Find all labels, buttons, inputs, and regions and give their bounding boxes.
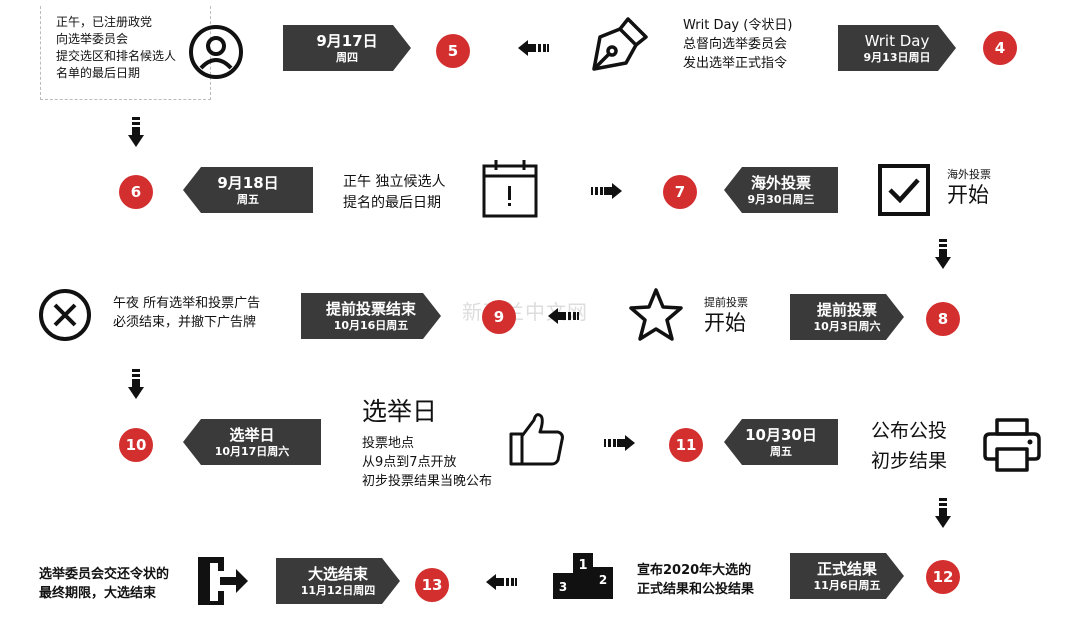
step6-number: 6	[119, 175, 153, 209]
step6-date: 9月18日	[217, 173, 279, 192]
step10-desc-line: 从9点到7点开放	[362, 455, 457, 470]
thumbs-up-icon	[508, 410, 566, 468]
step12-date: 正式结果	[816, 559, 877, 578]
step10-day: 10月17日周六	[214, 444, 290, 458]
step13-number: 13	[415, 568, 449, 602]
arrow-icon	[128, 117, 144, 149]
step8-tag: 提前投票 10月3日周六	[790, 294, 904, 340]
step8-desc: 提前投票 开始	[704, 296, 748, 336]
step13-tag: 大选结束 11月12日周四	[276, 558, 400, 604]
step13-desc-line: 选举委员会交还令状的	[39, 567, 170, 582]
step4-desc-line: 发出选举正式指令	[683, 56, 788, 71]
step7-number: 7	[663, 175, 697, 209]
step9-day: 10月16日周五	[333, 318, 409, 332]
step9-desc-line: 必须结束，并撤下广告牌	[113, 315, 257, 330]
step4-day: 9月13日周日	[863, 50, 931, 64]
step12-desc-line: 宣布2020年大选的	[637, 563, 752, 578]
step4-date: Writ Day	[864, 31, 930, 50]
step11-desc-line: 初步结果	[871, 450, 948, 472]
step5-desc: 正午，已注册政党 向选举委员会 提交选区和排名候选人 名单的最后日期	[56, 14, 176, 82]
step10-desc-line: 初步投票结果当晚公布	[362, 474, 493, 489]
step8-number: 8	[926, 302, 960, 336]
step8-desc-small: 提前投票	[704, 296, 748, 309]
step5-desc-line: 正午，已注册政党	[56, 15, 153, 29]
step8-date: 提前投票	[816, 300, 877, 319]
step11-desc-line: 公布公投	[871, 420, 948, 442]
svg-text:3: 3	[559, 580, 567, 594]
cancel-icon	[38, 288, 92, 342]
step11-date: 10月30日	[745, 425, 817, 444]
arrow-icon	[548, 308, 580, 324]
step5-tag: 9月17日 周四	[283, 25, 411, 71]
step11-number: 11	[669, 428, 703, 462]
step13-day: 11月12日周四	[300, 583, 376, 597]
exit-icon	[196, 555, 250, 607]
step8-desc-big: 开始	[704, 311, 746, 335]
step5-desc-line: 向选举委员会	[56, 32, 129, 46]
step10-date: 选举日	[229, 425, 275, 444]
star-icon	[627, 287, 685, 343]
step12-day: 11月6日周五	[813, 578, 881, 592]
step9-desc-line: 午夜 所有选举和投票广告	[113, 296, 261, 311]
step7-day: 9月30日周三	[747, 192, 815, 206]
step6-desc-line: 正午 独立候选人	[343, 174, 446, 190]
step6-day: 周五	[237, 192, 259, 206]
step7-tag: 海外投票 9月30日周三	[724, 167, 838, 213]
step13-desc: 选举委员会交还令状的 最终期限，大选结束	[39, 565, 169, 603]
step7-desc-small: 海外投票	[947, 168, 991, 181]
arrow-icon	[590, 183, 622, 199]
step11-desc: 公布公投 初步结果	[871, 416, 947, 476]
step12-number: 12	[926, 560, 960, 594]
step10-desc-line: 投票地点	[362, 436, 415, 451]
step7-desc: 海外投票 开始	[947, 168, 991, 208]
step5-day: 周四	[336, 50, 358, 64]
step9-desc: 午夜 所有选举和投票广告 必须结束，并撤下广告牌	[113, 294, 260, 332]
step4-desc-line: 总督向选举委员会	[683, 37, 788, 52]
step4-desc-line: Writ Day (令状日)	[683, 18, 793, 33]
printer-icon	[983, 417, 1041, 473]
arrow-icon	[935, 239, 951, 271]
pen-icon	[590, 15, 652, 75]
step12-tag: 正式结果 11月6日周五	[790, 553, 904, 599]
step9-number: 9	[482, 300, 516, 334]
step4-number: 4	[983, 31, 1017, 65]
step8-day: 10月3日周六	[813, 319, 881, 333]
step7-date: 海外投票	[750, 173, 811, 192]
step5-number: 5	[436, 34, 470, 68]
step10-desc: 投票地点 从9点到7点开放 初步投票结果当晚公布	[362, 434, 492, 491]
step11-tag: 10月30日 周五	[724, 419, 838, 465]
step4-tag: Writ Day 9月13日周日	[838, 25, 956, 71]
step6-desc-line: 提名的最后日期	[343, 195, 441, 211]
step12-desc: 宣布2020年大选的 正式结果和公投结果	[637, 561, 754, 599]
step6-tag: 9月18日 周五	[183, 167, 313, 213]
svg-text:2: 2	[599, 573, 607, 587]
calendar-alert-icon	[482, 158, 538, 218]
step13-date: 大选结束	[307, 564, 368, 583]
step13-desc-line: 最终期限，大选结束	[39, 586, 157, 601]
step4-desc: Writ Day (令状日) 总督向选举委员会 发出选举正式指令	[683, 16, 792, 73]
step9-tag: 提前投票结束 10月16日周五	[301, 293, 441, 339]
step5-desc-line: 提交选区和排名候选人	[56, 49, 177, 63]
step5-desc-line: 名单的最后日期	[56, 66, 141, 80]
arrow-icon	[128, 369, 144, 401]
step10-title: 选举日	[362, 397, 438, 426]
step11-day: 周五	[770, 444, 792, 458]
step9-date: 提前投票结束	[325, 299, 416, 318]
arrow-icon	[603, 435, 635, 451]
svg-text:1: 1	[578, 558, 587, 573]
arrow-icon	[486, 574, 518, 590]
step10-number: 10	[119, 428, 153, 462]
step6-desc: 正午 独立候选人 提名的最后日期	[343, 172, 445, 214]
step5-date: 9月17日	[316, 31, 378, 50]
checkbox-icon	[878, 164, 930, 216]
step10-tag: 选举日 10月17日周六	[183, 419, 321, 465]
person-icon	[188, 24, 244, 80]
step7-desc-big: 开始	[947, 183, 989, 207]
step12-desc-line: 正式结果和公投结果	[637, 582, 755, 597]
arrow-icon	[935, 498, 951, 530]
arrow-icon	[518, 40, 550, 56]
